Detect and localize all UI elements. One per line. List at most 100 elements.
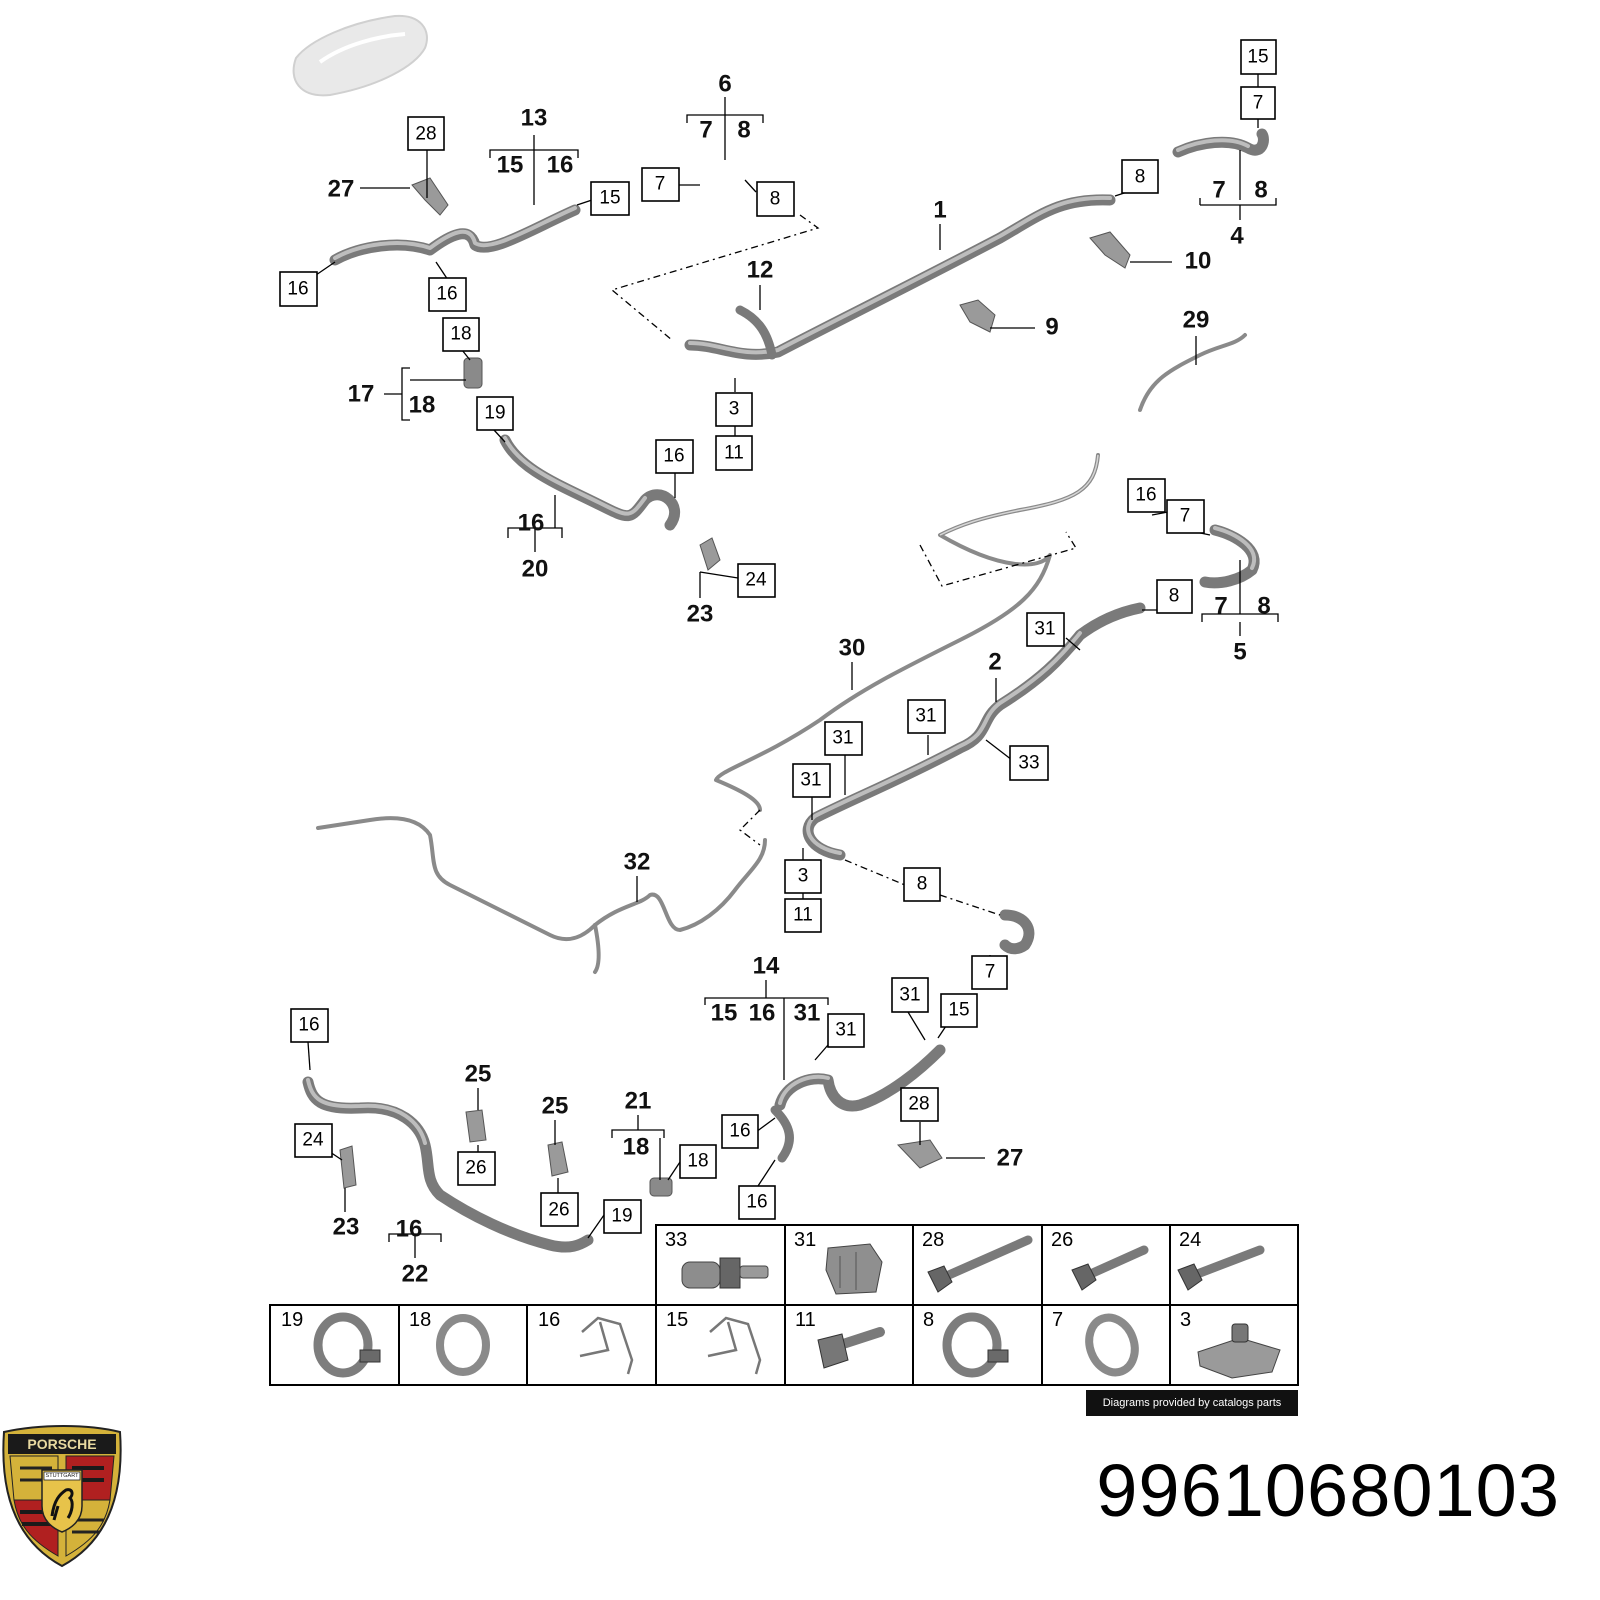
hose-clamp-icon [942,1312,1009,1378]
svg-text:18: 18 [450,324,471,345]
svg-text:31: 31 [835,1020,856,1041]
boxed-callout: 33 [1009,745,1049,781]
clip-23-top [699,537,721,571]
boxed-callouts: 15 7 8 28 7 15 8 16 16 18 19 3 11 16 24 … [279,39,1277,1234]
callout-14: 14 [753,953,780,980]
coolant-pipe-1 [684,194,1116,360]
svg-text:26: 26 [465,1158,486,1179]
callout-20: 20 [522,556,549,583]
table-label-33: 33 [665,1229,687,1251]
svg-text:3: 3 [729,399,740,420]
boxed-callout: 8 [1121,159,1159,194]
hose-14 [770,1044,946,1163]
boxed-callout: 16 [721,1114,759,1149]
callout-10: 10 [1185,248,1212,275]
boxed-callout: 16 [738,1185,776,1220]
boxed-callout: 7 [1240,86,1276,120]
boxed-callout: 16 [1127,478,1166,513]
callout-14-sub-16: 16 [749,1000,776,1027]
table-label-24: 24 [1179,1229,1201,1251]
svg-text:STUTTGART: STUTTGART [46,1473,80,1479]
boxed-callout: 26 [540,1192,579,1227]
table-label-28: 28 [922,1229,944,1251]
callout-14-sub-15: 15 [711,1000,738,1027]
o-ring-icon [436,1314,490,1376]
table-label-31: 31 [794,1229,816,1251]
svg-text:31: 31 [800,770,821,791]
pipe-29 [1138,333,1247,412]
boxed-callout: 15 [590,181,630,216]
callout-25b: 25 [542,1093,569,1120]
boxed-callout: 16 [428,277,467,312]
svg-text:24: 24 [302,1130,324,1151]
connector-18 [463,357,483,389]
boxed-callout: 19 [603,1199,642,1234]
boxed-callout: 8 [903,867,941,902]
parts-table: 33 31 28 26 24 19 18 16 15 11 8 7 3 [269,1224,1299,1416]
callout-32: 32 [624,849,651,876]
svg-text:31: 31 [1034,619,1055,640]
callout-21-sub-18: 18 [623,1134,650,1161]
callout-5-sub-7: 7 [1214,593,1227,620]
callout-5: 5 [1233,639,1246,666]
svg-text:11: 11 [793,905,813,926]
callout-27-top: 27 [328,176,355,203]
hose-elbow [999,909,1035,955]
svg-text:8: 8 [1169,586,1180,607]
boxed-callout: 18 [442,317,480,352]
hose-12 [735,305,777,360]
credit-text: Diagrams provided by catalogs parts [1103,1397,1282,1409]
svg-text:28: 28 [908,1094,929,1115]
svg-text:8: 8 [917,874,928,895]
callout-9: 9 [1045,314,1058,341]
clip-23-bottom [339,1145,357,1189]
callout-17: 17 [348,381,375,408]
dash-dot-lines [610,214,1078,962]
svg-text:7: 7 [1253,93,1264,114]
svg-text:26: 26 [548,1200,569,1221]
callout-2: 2 [988,649,1001,676]
boxed-callout: 7 [1166,499,1205,534]
vehicle-location-icon [292,14,428,97]
svg-text:31: 31 [832,728,853,749]
bolt-icon [1177,1245,1265,1291]
hose-22 [302,1076,594,1253]
leader-lines [307,74,1279,1258]
svg-text:31: 31 [899,985,920,1006]
table-label-11: 11 [795,1309,816,1331]
callout-21: 21 [625,1088,652,1115]
boxed-callout: 28 [900,1087,939,1122]
boxed-callout: 16 [290,1008,329,1043]
svg-text:15: 15 [599,188,620,209]
table-label-26: 26 [1051,1229,1073,1251]
connector-18-bottom [649,1177,673,1197]
boxed-callout: 16 [279,271,318,307]
table-label-16: 16 [538,1309,560,1331]
callout-4: 4 [1230,223,1244,250]
holder-clip-icon [825,1243,883,1295]
svg-text:8: 8 [770,189,781,210]
bracket-25b [547,1141,569,1177]
retaining-clip-icon [707,1316,762,1375]
bracket-9 [959,299,996,333]
callout-25a: 25 [465,1061,492,1088]
boxed-callout: 8 [1156,579,1193,614]
callout-6: 6 [718,71,731,98]
boxed-callout: 24 [294,1123,333,1158]
boxed-callout: 18 [679,1144,717,1179]
bolt-icon [1071,1245,1149,1291]
svg-text:16: 16 [729,1121,750,1142]
hose-20 [499,434,681,531]
callout-6-sub-7: 7 [699,117,712,144]
boxed-callout: 28 [407,116,445,151]
callout-13-sub-16: 16 [547,152,574,179]
callout-22: 22 [402,1261,429,1288]
callout-30: 30 [839,635,866,662]
boxed-callout: 31 [792,763,831,798]
svg-text:31: 31 [915,706,936,727]
boxed-callout: 31 [827,1013,865,1048]
hose-clamp-icon [313,1312,381,1378]
temperature-sensor-icon [681,1257,769,1289]
boxed-callout: 26 [457,1151,496,1186]
